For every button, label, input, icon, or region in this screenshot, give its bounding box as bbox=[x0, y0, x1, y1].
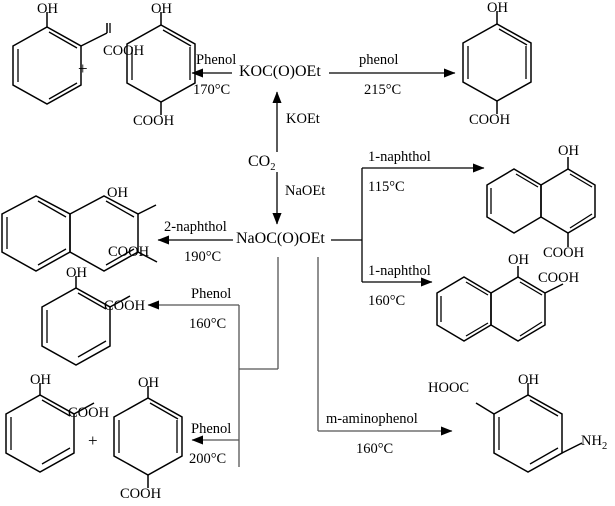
structure-phba-top bbox=[126, 12, 196, 115]
node-co2: CO2 bbox=[248, 153, 276, 174]
atom-nh2-aminosalicylic: NH2 bbox=[581, 433, 608, 452]
reagent-koet: KOEt bbox=[286, 111, 320, 127]
atom-oh-phba-top: OH bbox=[151, 1, 172, 17]
structure-salicylic-mid bbox=[41, 276, 131, 366]
atom-hooc-aminosalicylic: HOOC bbox=[428, 380, 470, 396]
temp-naoc-phenol-160: 160°C bbox=[189, 316, 227, 332]
atom-cooh-salicylic-mid: COOH bbox=[104, 298, 146, 314]
atom-oh-hydroxynaphthoic-left: OH bbox=[107, 185, 128, 201]
atom-oh-aminosalicylic: OH bbox=[518, 372, 539, 388]
atom-cooh-naphthoic-right-top: COOH bbox=[543, 245, 585, 261]
reagent-koc-left: Phenol bbox=[196, 52, 237, 68]
nh2-subscript: 2 bbox=[601, 440, 608, 452]
plus-sign-bottom: + bbox=[88, 431, 98, 450]
atom-cooh-phba-topright: COOH bbox=[469, 112, 511, 128]
structure-phba-bot bbox=[113, 386, 183, 488]
reagent-naoc-phenol-200: Phenol bbox=[191, 421, 232, 437]
node-koc-o-oet: KOC(O)OEt bbox=[239, 63, 321, 80]
temp-naoc-phenol-200: 200°C bbox=[189, 451, 227, 467]
structure-naphthoic-right-top bbox=[486, 157, 596, 247]
atom-oh-naphthoic-right-bot: OH bbox=[508, 252, 529, 268]
atom-cooh-salicylic-top: COOH bbox=[103, 43, 145, 59]
temp-koc-right: 215°C bbox=[364, 82, 402, 98]
structure-phba-topright bbox=[462, 11, 532, 114]
atom-cooh-phba-bot: COOH bbox=[120, 486, 162, 502]
structure-salicylic-bot bbox=[5, 383, 95, 473]
node-naoc-o-oet: NaOC(O)OEt bbox=[236, 230, 325, 247]
atom-oh-salicylic-mid: OH bbox=[66, 265, 87, 281]
atom-cooh-phba-top: COOH bbox=[133, 113, 175, 129]
structure-aminosalicylic bbox=[475, 383, 583, 473]
temp-naoc-right-top: 115°C bbox=[368, 179, 405, 195]
atom-oh-phba-topright: OH bbox=[487, 0, 508, 16]
reagent-naoc-right-bot: 1-naphthol bbox=[368, 263, 431, 279]
reagent-naoc-left: 2-naphthol bbox=[164, 219, 227, 235]
atom-cooh-naphthoic-right-bot: COOH bbox=[538, 270, 580, 286]
structure-salicylic-top bbox=[12, 12, 111, 105]
atom-cooh-salicylic-bot: COOH bbox=[68, 405, 110, 421]
structure-hydroxynaphthoic-left bbox=[1, 195, 158, 272]
atom-oh-naphthoic-right-top: OH bbox=[558, 143, 579, 159]
co2-subscript: 2 bbox=[270, 162, 276, 174]
temp-m-aminophenol: 160°C bbox=[356, 441, 394, 457]
reagent-naoet: NaOEt bbox=[285, 183, 326, 199]
atom-oh-salicylic-bot: OH bbox=[30, 372, 51, 388]
temp-naoc-right-bot: 160°C bbox=[368, 293, 406, 309]
reagent-m-aminophenol: m-aminophenol bbox=[326, 411, 418, 427]
atom-cooh-hydroxynaphthoic-left: COOH bbox=[108, 244, 150, 260]
plus-sign-top: + bbox=[78, 59, 88, 78]
temp-naoc-left: 190°C bbox=[184, 249, 222, 265]
reagent-naoc-right-top: 1-naphthol bbox=[368, 149, 431, 165]
atom-oh-phba-bot: OH bbox=[138, 375, 159, 391]
temp-koc-left: 170°C bbox=[193, 82, 231, 98]
structure-naphthoic-right-bot bbox=[436, 266, 564, 342]
reagent-naoc-phenol-160: Phenol bbox=[191, 286, 232, 302]
atom-oh-salicylic-top: OH bbox=[37, 1, 58, 17]
reagent-koc-right: phenol bbox=[359, 52, 399, 68]
